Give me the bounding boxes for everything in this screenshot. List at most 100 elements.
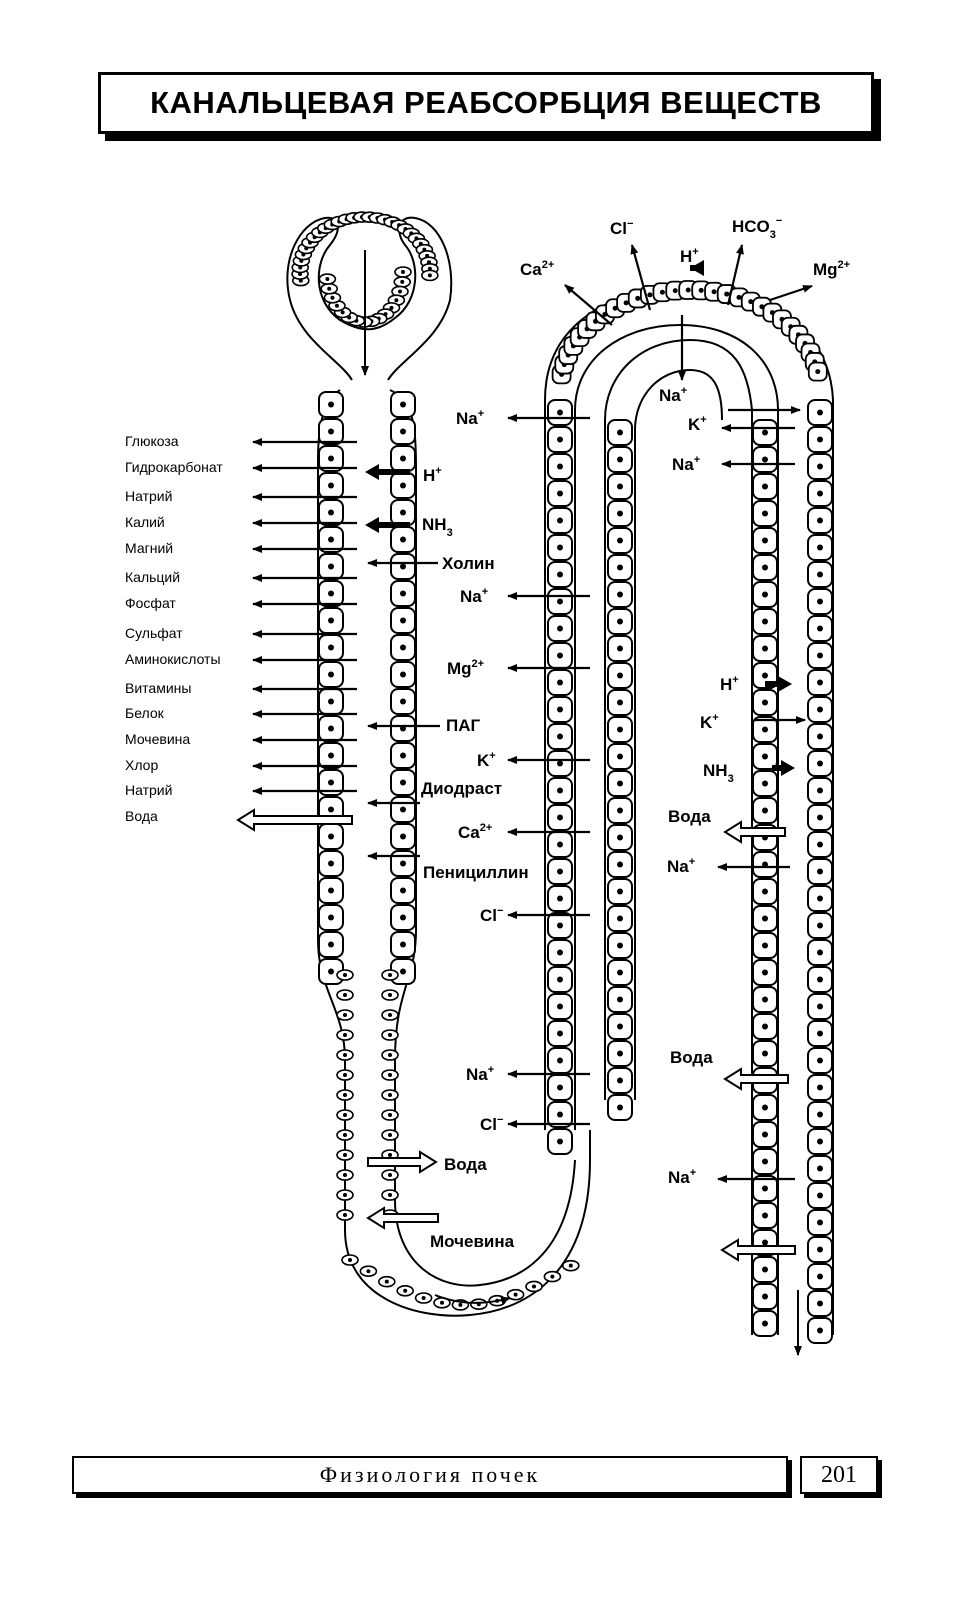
loop-cell-nucleus — [403, 1288, 408, 1293]
distal-cell-outer-nucleus — [817, 841, 823, 848]
ascending-cell-outer-nucleus — [557, 760, 563, 767]
distal-cell-inner-nucleus — [762, 510, 768, 517]
distal-cell-inner-nucleus — [762, 699, 768, 706]
loop-cell-nucleus — [343, 1073, 347, 1077]
300-head — [690, 260, 704, 276]
ascending-cell-inner-nucleus — [617, 726, 623, 733]
distal-cell-outer-nucleus — [817, 1084, 823, 1091]
h-ion-label: H+ — [423, 465, 442, 485]
loop-cell-nucleus — [343, 1133, 347, 1137]
loop-cell-nucleus — [343, 1193, 347, 1197]
arch-cell-nucleus — [647, 292, 653, 298]
capsule-cell-nucleus — [325, 277, 330, 282]
distal-cell-outer-nucleus — [817, 1138, 823, 1145]
reabsorbed-substance-label: Натрий — [125, 488, 172, 504]
proximal-cell-inner-nucleus — [400, 887, 406, 894]
distal-cell-outer-nucleus — [817, 895, 823, 902]
ascending-cell-inner-nucleus — [617, 429, 623, 436]
loop-cell-nucleus — [458, 1302, 463, 1307]
ascending-ion-label: Ca2+ — [458, 822, 492, 842]
loop-cell-nucleus — [388, 1053, 392, 1057]
footer-box: Физиология почек — [72, 1456, 788, 1494]
proximal-cell-inner-nucleus — [400, 752, 406, 759]
distal-water2-arrow — [723, 1067, 789, 1091]
top-ca-arrow — [564, 284, 613, 326]
top-cl-label: Cl− — [610, 218, 633, 238]
ascending-cell-inner-nucleus — [617, 834, 623, 841]
ascending-cell-outer-nucleus — [557, 814, 563, 821]
distal-cell-inner-nucleus — [762, 942, 768, 949]
ascending-ion-label: Cl− — [480, 1114, 503, 1134]
ascending-cell-inner-nucleus — [617, 807, 623, 814]
distal-cell-outer-nucleus — [817, 1273, 823, 1280]
ascending-ion-label: K+ — [477, 750, 496, 770]
loop-cell-nucleus — [388, 1073, 392, 1077]
capsule-cell-nucleus — [389, 305, 394, 310]
ascending-cell-inner-nucleus — [617, 996, 623, 1003]
distal-cell-outer-nucleus — [817, 463, 823, 470]
distal-na4-label: Na+ — [668, 1167, 696, 1187]
reabsorbed-substance-label: Вода — [125, 808, 158, 824]
proximal-cell-inner-nucleus — [400, 860, 406, 867]
proximal-cell-outer-nucleus — [328, 779, 334, 786]
loop-cell-nucleus — [343, 1033, 347, 1037]
proximal-cell-inner-nucleus — [400, 401, 406, 408]
reabsorbed-substance-label: Натрий — [125, 782, 172, 798]
loop-cell-nucleus — [343, 993, 347, 997]
ascending-cell-inner-nucleus — [617, 780, 623, 787]
ascending-ion-label: Mg2+ — [447, 658, 484, 678]
ascending-cell-outer-nucleus — [557, 841, 563, 848]
capsule-cell-nucleus — [427, 273, 432, 278]
ascending-cell-outer-nucleus — [557, 517, 563, 524]
ascending-ion-label: Na+ — [460, 586, 488, 606]
capsule-cell-nucleus — [327, 286, 332, 291]
reabsorbed-substance-label: Кальций — [125, 569, 180, 585]
pag-label: ПАГ — [446, 716, 480, 735]
arch-cell-nucleus — [698, 287, 704, 293]
ascending-cell-inner-nucleus — [617, 483, 623, 490]
ascending-cell-inner-nucleus — [617, 969, 623, 976]
distal-k1-label: K+ — [688, 414, 707, 434]
ascending-cell-outer-nucleus — [557, 544, 563, 551]
distal-cell-inner-nucleus — [762, 1023, 768, 1030]
arch-cell-nucleus — [724, 291, 730, 297]
ascending-cell-outer-nucleus — [557, 1030, 563, 1037]
ascending-cell-outer-nucleus — [557, 490, 563, 497]
loop-urea-arrow — [366, 1206, 439, 1230]
distal-h-label: H+ — [720, 674, 739, 694]
ascending-cell-outer-nucleus — [557, 625, 563, 632]
distal-cell-inner-nucleus — [762, 1185, 768, 1192]
ascending-cell-inner-nucleus — [617, 915, 623, 922]
reabsorbed-substance-label: Фосфат — [125, 595, 176, 611]
loop-cell-nucleus — [343, 1173, 347, 1177]
proximal-cell-inner-nucleus — [400, 779, 406, 786]
reabsorbed-substance-label: Витамины — [125, 680, 191, 696]
ascending-cell-outer-nucleus — [557, 409, 563, 416]
loop-cell-nucleus — [343, 1213, 347, 1217]
distal-cell-outer-nucleus — [817, 1111, 823, 1118]
proximal-cell-outer-nucleus — [328, 617, 334, 624]
distal-cell-outer-nucleus — [817, 652, 823, 659]
tubule-wall-path — [634, 368, 723, 1100]
loop-cell-nucleus — [388, 973, 392, 977]
diodrast-label: Диодраст — [421, 779, 502, 798]
distal-na3-label: Na+ — [667, 856, 695, 876]
reabsorbed-substance-label: Мочевина — [125, 731, 190, 747]
proximal-cell-inner-nucleus — [400, 617, 406, 624]
arch-cell-nucleus — [659, 289, 665, 295]
proximal-cell-inner-nucleus — [400, 509, 406, 516]
loop-cell-nucleus — [343, 973, 347, 977]
distal-cell-inner-nucleus — [762, 969, 768, 976]
ascending-cell-inner-nucleus — [617, 591, 623, 598]
loop-cell-nucleus — [343, 1053, 347, 1057]
proximal-cell-outer-nucleus — [328, 833, 334, 840]
distal-cell-inner-nucleus — [762, 1239, 768, 1246]
ascending-cell-inner-nucleus — [617, 672, 623, 679]
ascending-cell-inner-nucleus — [617, 564, 623, 571]
proximal-cell-outer-nucleus — [328, 428, 334, 435]
nh3-secretion-arrow-head — [365, 517, 379, 533]
distal-cell-outer-nucleus — [817, 517, 823, 524]
ascending-cell-outer-nucleus — [557, 1138, 563, 1145]
loop-cell-nucleus — [343, 1093, 347, 1097]
capsule-cell-nucleus — [340, 310, 345, 315]
